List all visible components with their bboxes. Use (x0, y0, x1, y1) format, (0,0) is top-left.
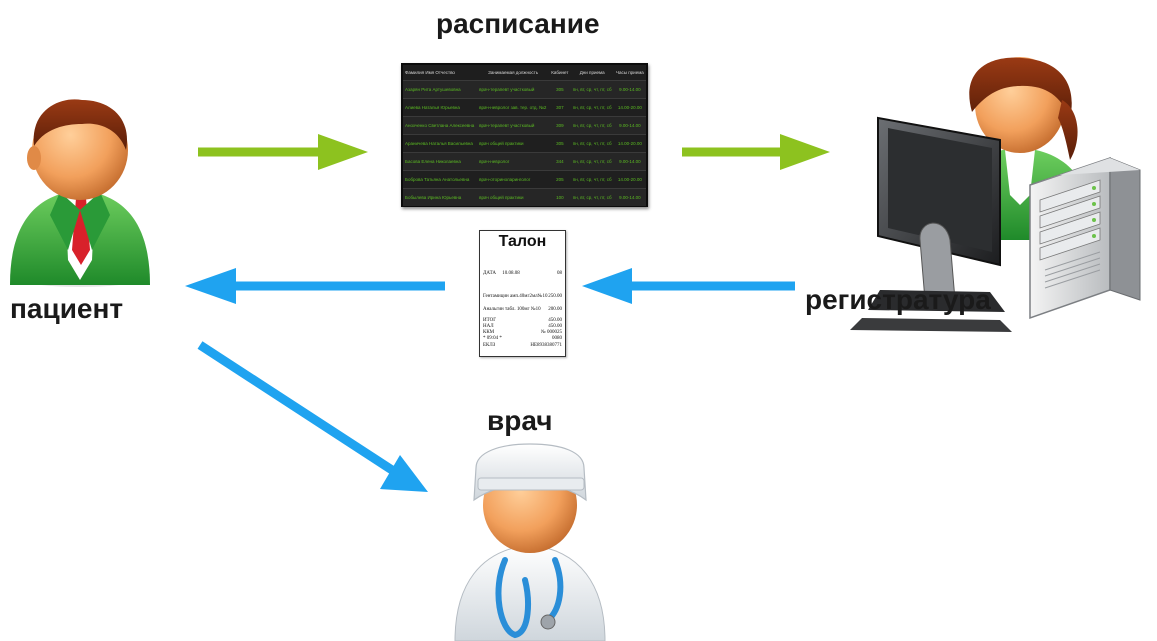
table-cell: пн, вт, ср, чт, пт, сб (572, 177, 612, 182)
header-cell: Фамилия Имя Отчество (405, 70, 455, 75)
table-cell: 9.00-14.00 (619, 195, 641, 200)
registrar-computer-icon (850, 57, 1141, 332)
table-cell: 307 (556, 105, 564, 110)
ticket-receipt: Талон ДАТА 10.08.08 08 Гентамицин амп.40… (479, 230, 566, 357)
arrow-ticket-to-patient (185, 268, 445, 304)
table-cell: врач общей практики (479, 141, 524, 146)
schedule-header-row: Фамилия Имя Отчество Занимаемая должност… (403, 65, 646, 81)
table-row: Алиева Наталья Юрьевна врач-невролог зав… (403, 98, 646, 117)
arrow-patient-to-doctor (197, 341, 428, 492)
ticket-total-line: ИТОГ 450.00 (483, 318, 562, 324)
header-cell: Занимаемая должность (488, 70, 539, 75)
ticket-cash-label: НАЛ (483, 324, 494, 329)
table-cell: Азарян Рита Артушевовна (405, 87, 461, 92)
ticket-date-suffix: 08 (557, 271, 562, 276)
ticket-date-label: ДАТА (483, 271, 496, 276)
table-cell: врач-невролог (479, 159, 510, 164)
table-cell: врач-оториноларинголог (479, 177, 531, 182)
table-cell: врач-терапевт участковый (479, 87, 535, 92)
header-cell: Кабинет (551, 70, 569, 75)
ticket-cash-line: НАЛ 450.00 (483, 324, 562, 330)
doctor-label: врач (487, 405, 553, 436)
ticket-total-value: 450.00 (548, 318, 562, 323)
table-cell: врач общей практики (479, 195, 524, 200)
ticket-item-value: 200.00 (548, 307, 562, 312)
ticket-date: 10.08.08 (502, 271, 520, 276)
table-cell: пн, вт, ср, чт, пт, сб (572, 105, 612, 110)
arrow-schedule-to-registry (682, 134, 830, 170)
ticket-reg-value: НЕ8938380771 (530, 343, 562, 348)
table-cell: врач-терапевт участковый (479, 123, 535, 128)
patient-label: пациент (10, 293, 124, 324)
table-cell: 14.00-20.00 (617, 177, 642, 182)
ticket-item-value: 250.00 (548, 294, 562, 299)
ticket-date-line: ДАТА 10.08.08 08 (483, 271, 562, 277)
table-row: Азарян Рита Артушевовна врач-терапевт уч… (403, 80, 646, 99)
table-cell: пн, вт, ср, чт, пт, сб (572, 141, 612, 146)
table-cell: 9.00-14.00 (619, 87, 641, 92)
header-cell: Дни приема (579, 70, 605, 75)
schedule-label: расписание (436, 8, 600, 39)
table-cell: пн, вт, ср, чт, пт, сб (572, 123, 612, 128)
ticket-kkm-no: № 000025 (540, 330, 562, 335)
ticket-total-label: ИТОГ (483, 318, 497, 323)
arrow-registry-to-ticket (582, 268, 795, 304)
ticket-time-value: 0080 (552, 336, 562, 341)
schedule-table: Фамилия Имя Отчество Занимаемая должност… (403, 65, 646, 206)
table-cell: Араничева Наталья Васильевна (405, 141, 473, 146)
ticket-kkm-line: ККМ № 000025 (483, 330, 562, 336)
ticket-time-line: * 09:04 * 0080 (483, 336, 562, 342)
table-cell: 14.00-20.00 (617, 105, 642, 110)
table-cell: врач-невролог зав. тер. отд. №2 (479, 105, 547, 110)
registry-label: регистратура (805, 284, 991, 315)
table-row: Боброва Татьяна Анатольевна врач-оторино… (403, 170, 646, 189)
ticket-reg-label: ЕКЛЗ (483, 343, 496, 348)
arrow-patient-to-schedule (198, 134, 368, 170)
ticket-item-text: Анальгин табл. 100мг №10 (483, 307, 541, 312)
ticket-title: Талон (498, 233, 547, 250)
table-cell: Боброва Татьяна Анатольевна (405, 177, 470, 182)
ticket-item-text: Гентамицин амп.40мг2мл№10 (483, 294, 548, 299)
table-cell: 100 (556, 195, 564, 200)
table-cell: 9.00-14.00 (619, 123, 641, 128)
table-cell: пн, вт, ср, чт, пт, сб (572, 87, 612, 92)
table-cell: Анохченко Светлана Алексеевна (405, 123, 475, 128)
patient-person-icon (10, 99, 150, 287)
table-row: Анохченко Светлана Алексеевна врач-терап… (403, 116, 646, 135)
ticket-time: * 09:04 * (483, 336, 502, 341)
schedule-board: Фамилия Имя Отчество Занимаемая должност… (401, 63, 648, 207)
ticket-item-line: Анальгин табл. 100мг №10 200.00 (483, 307, 562, 313)
table-cell: Алиева Наталья Юрьевна (405, 105, 460, 110)
table-row: Бобылева Ирина Юрьевна врач общей практи… (403, 188, 646, 206)
table-cell: Басова Елена Николаевна (405, 159, 461, 164)
table-cell: пн, вт, ср, чт, пт, сб (572, 159, 612, 164)
table-cell: 344 (556, 159, 564, 164)
table-cell: 305 (556, 141, 564, 146)
ticket-kkm-label: ККМ (483, 330, 495, 335)
table-cell: 205 (556, 177, 564, 182)
table-row: Араничева Наталья Васильевна врач общей … (403, 134, 646, 153)
table-cell: 14.00-20.00 (617, 141, 642, 146)
header-cell: Часы приема (616, 70, 644, 75)
ticket-item-line: Гентамицин амп.40мг2мл№10 250.00 (483, 294, 562, 300)
table-cell: 9.00-14.00 (619, 159, 641, 164)
table-cell: 305 (556, 87, 564, 92)
table-row: Басова Елена Николаевна врач-невролог 34… (403, 152, 646, 171)
doctor-icon (454, 443, 606, 641)
table-cell: пн, вт, ср, чт, пт, сб (572, 195, 612, 200)
ticket-cash-value: 450.00 (548, 324, 562, 329)
ticket-reg-line: ЕКЛЗ НЕ8938380771 (483, 343, 562, 349)
table-cell: Бобылева Ирина Юрьевна (405, 195, 462, 200)
table-cell: 309 (556, 123, 564, 128)
